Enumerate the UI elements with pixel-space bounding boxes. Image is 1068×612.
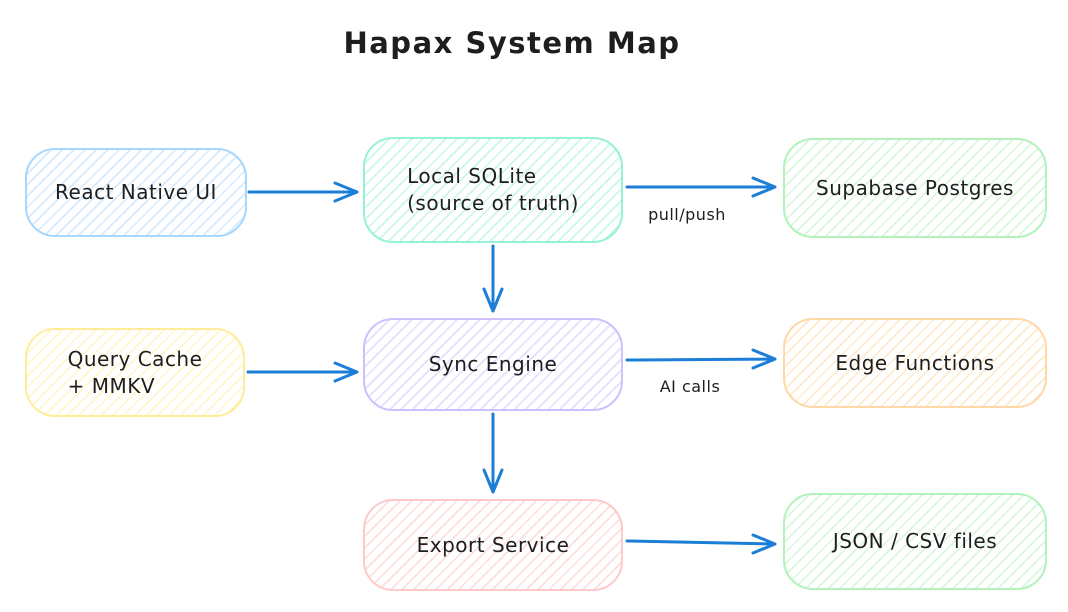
arrow-react-native-to-local-sqlite[interactable] (247, 181, 359, 203)
node-label: Export Service (416, 532, 570, 557)
node-label: Edge Functions (835, 350, 995, 375)
node-label: Local SQLite (source of truth) (407, 164, 579, 215)
arrow-query-cache-to-sync-engine[interactable] (246, 361, 359, 383)
arrow-local-sqlite-to-supabase[interactable] (625, 176, 777, 198)
arrow-export-service-to-json-csv[interactable] (625, 533, 777, 555)
node-label: JSON / CSV files (832, 529, 998, 553)
node-local-sqlite[interactable]: Local SQLite (source of truth) (363, 137, 623, 243)
node-label: React Native UI (55, 180, 217, 204)
node-edge-functions[interactable]: Edge Functions (783, 318, 1047, 408)
node-label: Sync Engine (428, 352, 558, 376)
edge-label-ai-calls: AI calls (659, 377, 721, 396)
node-label: Supabase Postgres (816, 175, 1014, 200)
arrow-local-sqlite-to-sync-engine[interactable] (482, 244, 504, 313)
node-react-native-ui[interactable]: React Native UI (25, 148, 247, 237)
node-json-csv-files[interactable]: JSON / CSV files (783, 493, 1047, 590)
node-label: Query Cache + MMKV (67, 346, 203, 398)
arrow-sync-engine-to-export-service[interactable] (482, 412, 504, 494)
node-sync-engine[interactable]: Sync Engine (363, 318, 623, 411)
arrow-sync-engine-to-edge-functions[interactable] (625, 348, 777, 370)
node-export-service[interactable]: Export Service (363, 499, 623, 591)
node-query-cache-mmkv[interactable]: Query Cache + MMKV (25, 328, 245, 417)
node-supabase-postgres[interactable]: Supabase Postgres (783, 138, 1047, 238)
diagram-title: Hapax System Map (343, 26, 681, 60)
edge-label-pull-push: pull/push (648, 205, 726, 224)
